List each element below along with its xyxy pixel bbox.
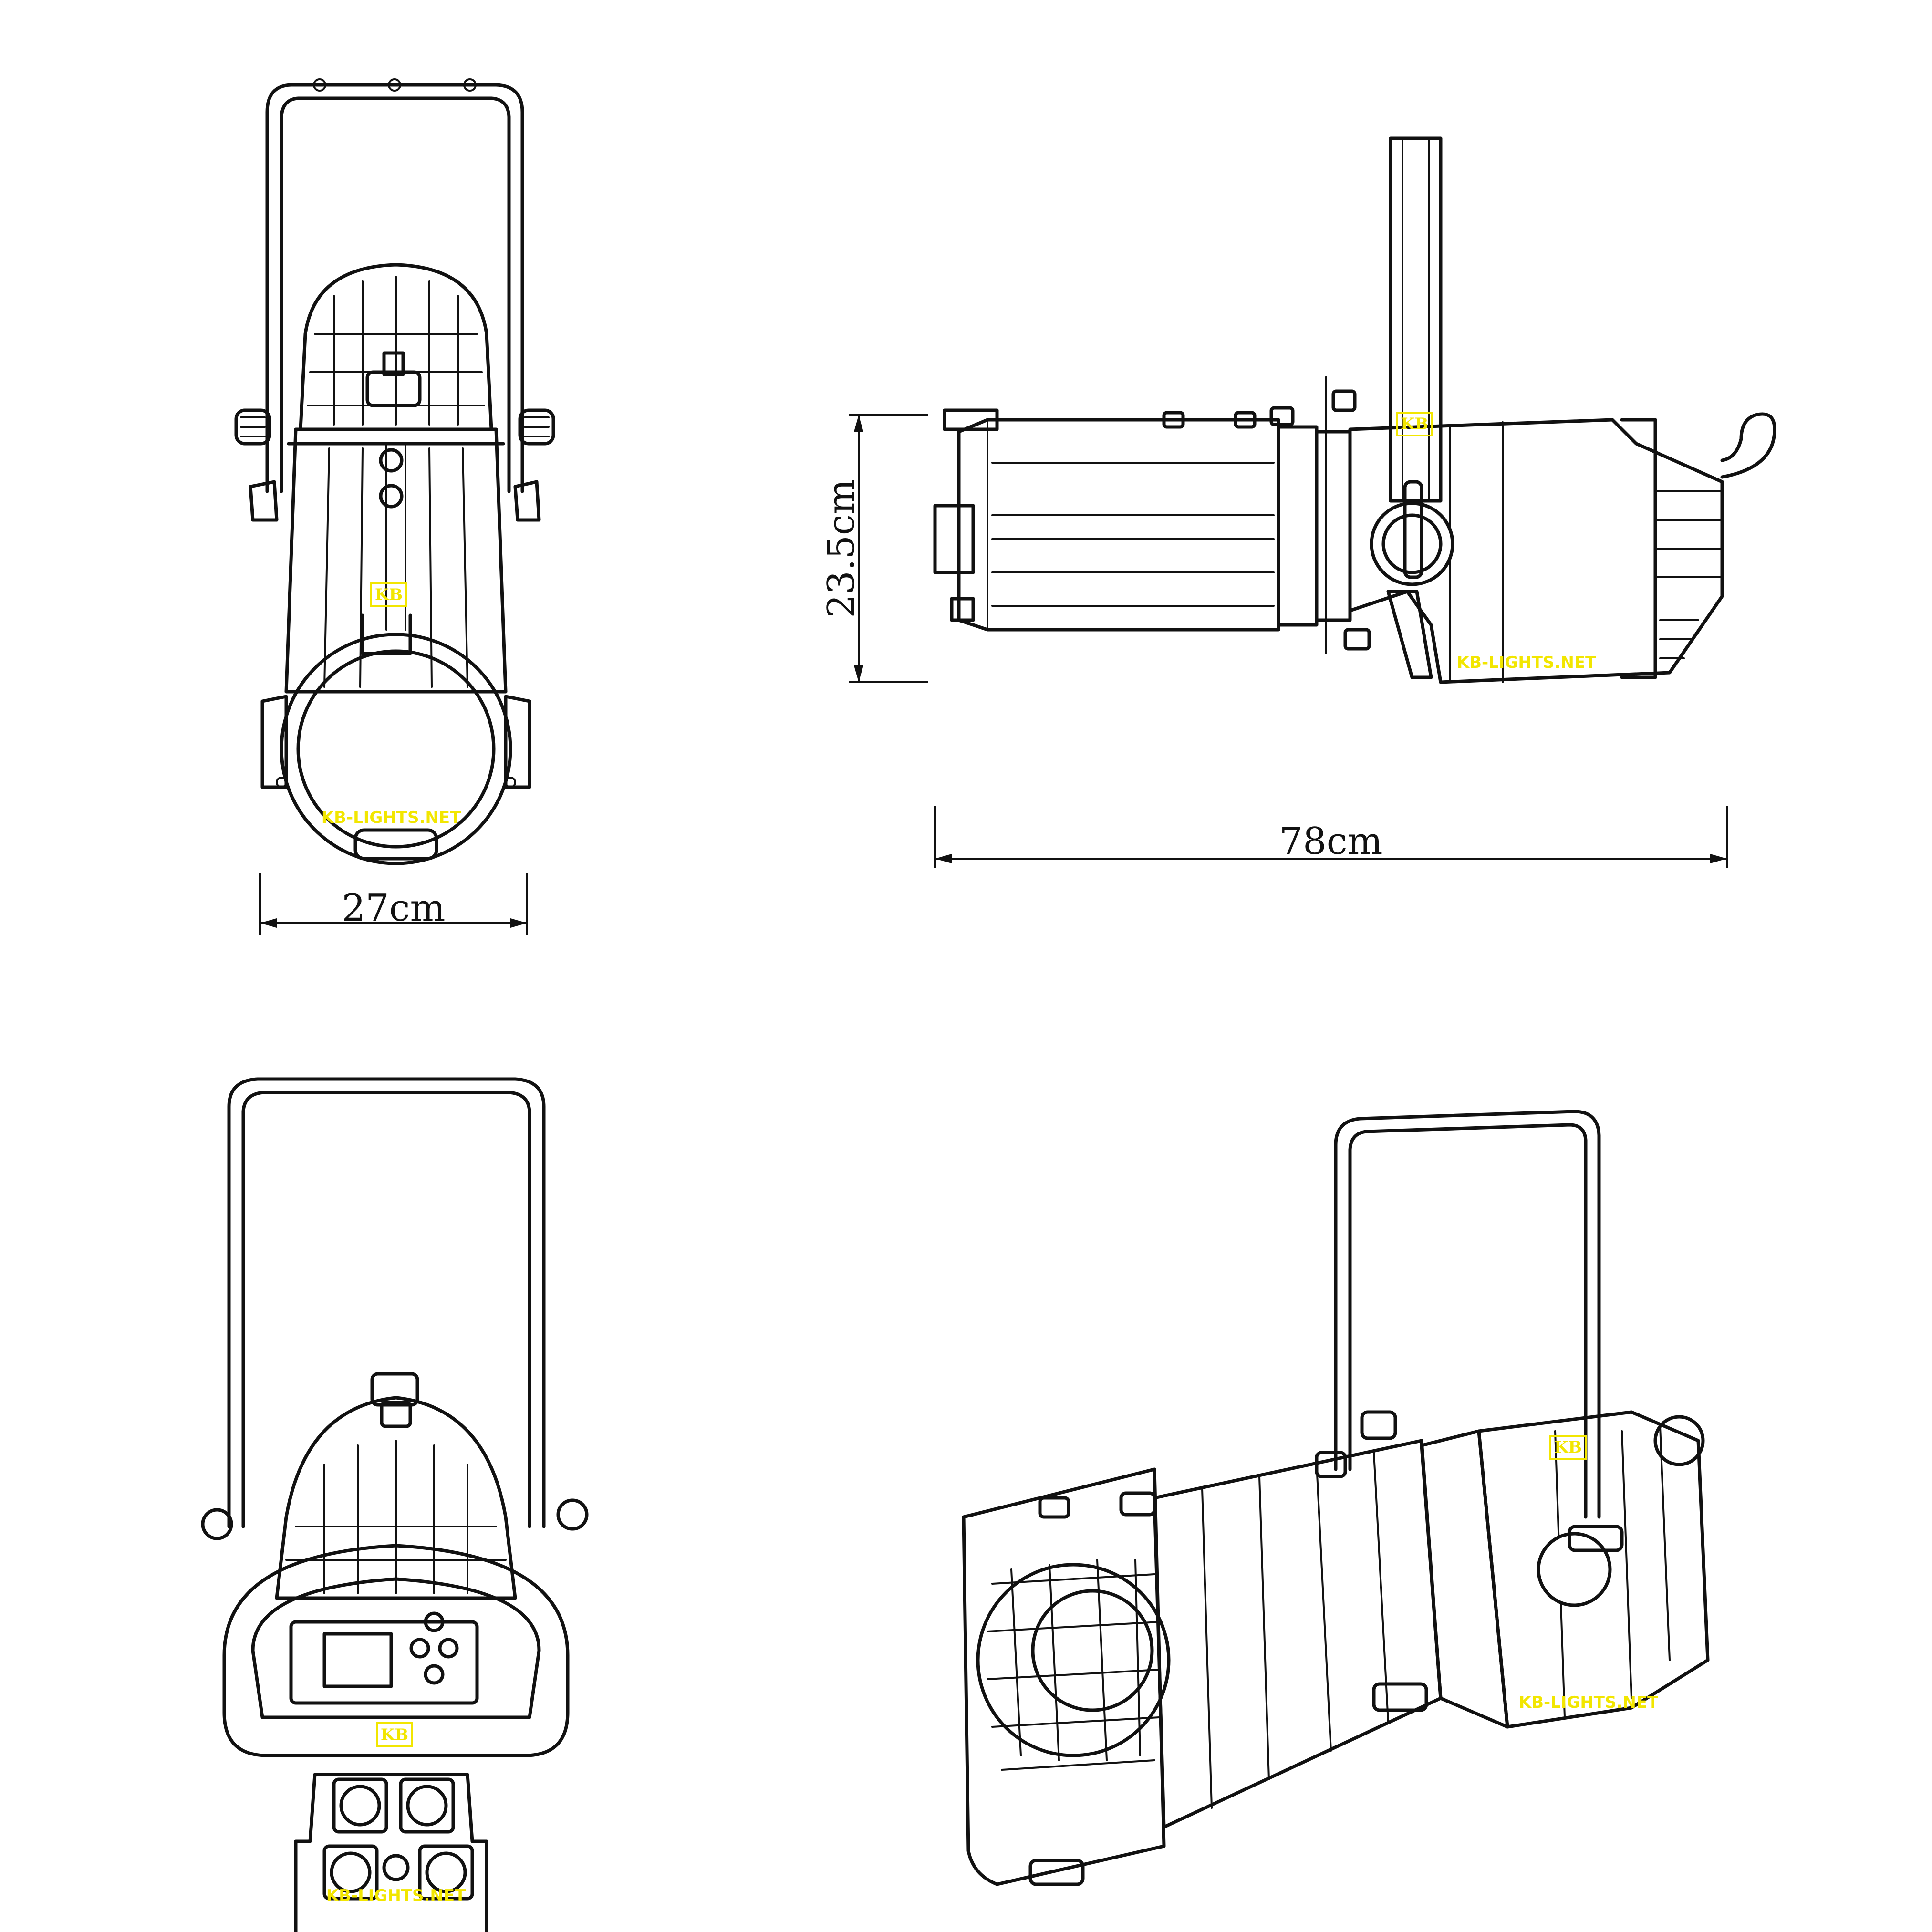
watermark-text-rear: KB-LIGHTS.NET bbox=[326, 1886, 466, 1905]
kb-logo-persp: KB bbox=[1554, 1438, 1582, 1457]
width-label: 27cm bbox=[342, 887, 446, 930]
kb-logo: KB bbox=[375, 585, 403, 604]
perspective-view: KB KB-LIGHTS.NET bbox=[962, 1110, 1710, 1886]
kb-logo-side: KB bbox=[1401, 415, 1428, 434]
watermark-text-side: KB-LIGHTS.NET bbox=[1457, 653, 1597, 672]
width-dimension: 27cm bbox=[259, 873, 528, 935]
length-dimension: 78cm bbox=[934, 806, 1728, 868]
front-view: KB KB-LIGHTS.NET bbox=[234, 78, 555, 865]
side-view: KB KB-LIGHTS.NET bbox=[933, 136, 1776, 684]
height-dimension: 23.5cm bbox=[820, 414, 928, 683]
watermark-text-persp: KB-LIGHTS.NET bbox=[1519, 1693, 1659, 1712]
height-label: 23.5cm bbox=[820, 479, 863, 618]
rear-view: KB KB-LIGHTS.NET bbox=[201, 1077, 589, 1932]
length-label: 78cm bbox=[1279, 820, 1383, 863]
kb-logo-rear: KB bbox=[381, 1725, 408, 1745]
watermark-text: KB-LIGHTS.NET bbox=[322, 808, 461, 827]
